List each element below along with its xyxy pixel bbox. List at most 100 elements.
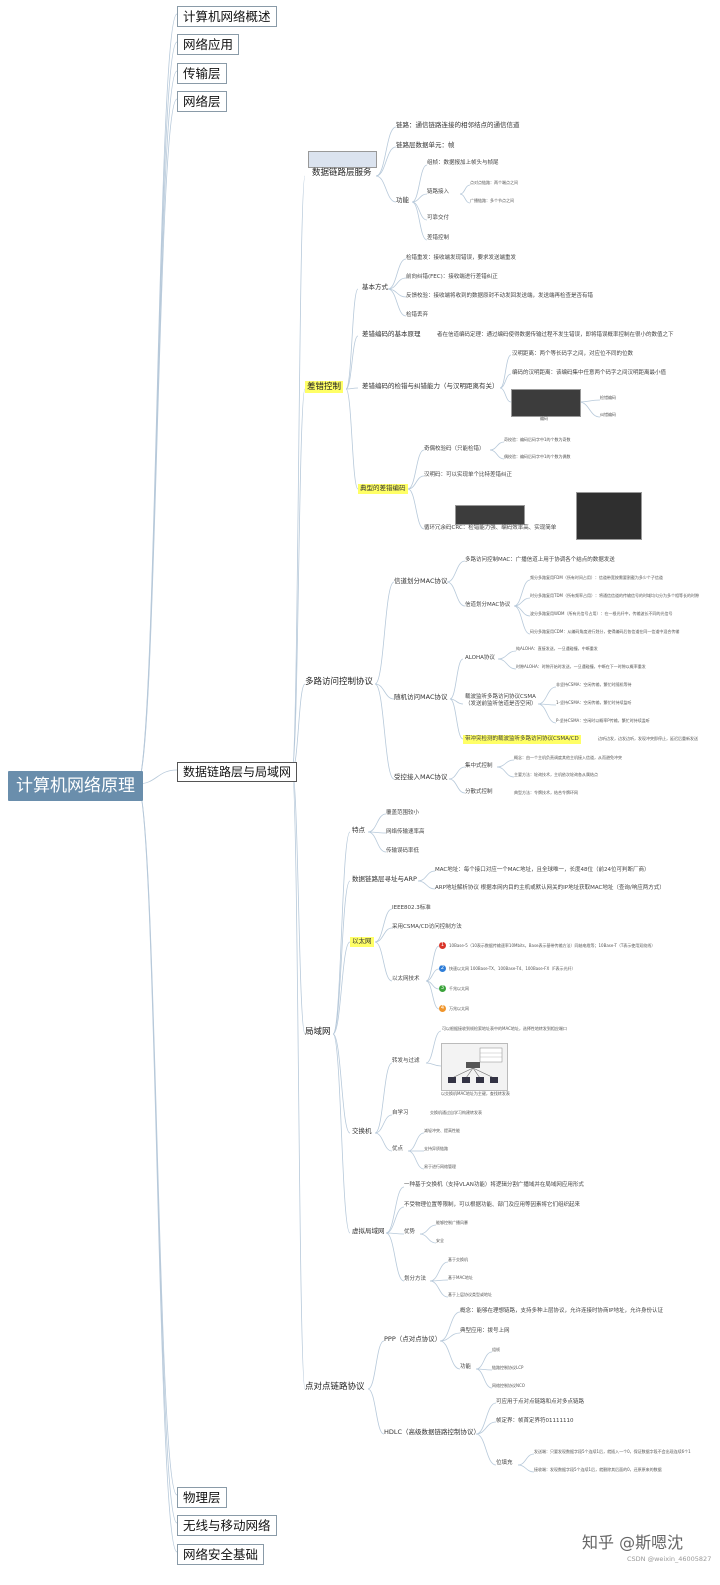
- node[interactable]: 基本方式: [362, 283, 388, 291]
- node[interactable]: 反馈校验：接收端将收到的数据原封不动发回发送端，发送端再检查是否有错: [406, 293, 594, 299]
- node[interactable]: 主要方法：轮询技术，主机依次轮询各从属结点: [514, 772, 598, 777]
- node[interactable]: 以交换机MAC地址为主键，查找转发表: [441, 1091, 510, 1096]
- node[interactable]: 码分多路复用CDM：从编码角度进行划分，使得编码后各信道在同一信道中混合传输: [530, 629, 680, 634]
- node-csmacd[interactable]: 带冲突检测的载波监听多路访问协议CSMA/CD: [463, 735, 581, 744]
- node[interactable]: 组帧: [492, 1347, 500, 1352]
- node[interactable]: 优势: [404, 1229, 416, 1235]
- node[interactable]: 不受物理位置等限制，可以根据功能、部门及应用等因素将它们组织起来: [404, 1202, 581, 1208]
- node[interactable]: PPP（点对点协议）: [384, 1335, 442, 1343]
- node[interactable]: 时隙ALOHA：时隙开始时发送，一旦遇碰撞，中断在下一时隙以概率重发: [516, 664, 646, 669]
- node[interactable]: 基于上层协议类型或地址: [448, 1292, 492, 1297]
- node[interactable]: 1-坚持CSMA：空闲传输，繁忙时持续监听: [556, 700, 632, 705]
- node-typical-codes[interactable]: 典型的差错编码: [358, 484, 408, 494]
- node[interactable]: 网络控制协议NCO: [492, 1383, 525, 1388]
- node[interactable]: 编码的汉明距离：该编码集中任意两个码字之间汉明距离最小值: [512, 370, 667, 376]
- node[interactable]: 循环冗余码CRC：检错能力强、编码效率高、实现简单: [424, 525, 557, 531]
- node[interactable]: 时分多路复用TDM（所有频率占用）：将通信信道的传输信号的时域均匀分为多个相等长…: [530, 593, 699, 598]
- topic-transport[interactable]: 传输层: [177, 63, 227, 84]
- node[interactable]: 偶校验：编码后码字中1的个数为偶数: [504, 454, 571, 459]
- node[interactable]: 基于交换机: [448, 1257, 468, 1262]
- node[interactable]: 快速以太网 100Base-TX、100Base-T4、100Base-FX（F…: [449, 966, 576, 971]
- node[interactable]: 检错重发：接收端发现错误，要求发送端重发: [406, 255, 517, 261]
- node[interactable]: 组帧：数据报加上帧头与帧尾: [427, 160, 499, 166]
- node[interactable]: 减轻冲突、提高性能: [424, 1128, 460, 1133]
- node[interactable]: 载波监听多路访问协议CSMA（发送前监听信道是否空闲）: [465, 694, 537, 709]
- node[interactable]: 检错丢弃: [406, 312, 429, 318]
- node[interactable]: 位填充: [496, 1460, 513, 1466]
- sec-link-service[interactable]: 数据链路层服务: [312, 168, 372, 178]
- node[interactable]: 10Base-5（10表示数据传输速率10Mbits，Base表示基带传输方法）…: [449, 943, 656, 948]
- node[interactable]: 非坚持CSMA：空闲传输，繁忙时随机等待: [556, 682, 632, 687]
- node[interactable]: 千兆以太网: [449, 986, 469, 991]
- node[interactable]: 随机访问MAC协议: [394, 693, 448, 701]
- node[interactable]: 多路访问控制MAC：广播信道上用于协调各个结点的数据发送: [465, 557, 615, 563]
- node[interactable]: 者在信道编码定理：通过编码使得数据传输过程不发生错误，即将错误概率控制在很小的数…: [437, 332, 674, 338]
- topic-physical[interactable]: 物理层: [177, 1487, 227, 1508]
- node[interactable]: 自学习: [392, 1110, 409, 1116]
- node[interactable]: 基于MAC地址: [448, 1275, 473, 1280]
- sec-lan[interactable]: 局域网: [305, 1027, 331, 1037]
- node[interactable]: 优点: [392, 1146, 404, 1152]
- node[interactable]: 数据链路层寻址与ARP: [352, 875, 417, 883]
- node[interactable]: 汉明距离：两个等长码字之间，对应位不同的位数: [512, 351, 634, 357]
- node[interactable]: 功能: [396, 196, 409, 204]
- node[interactable]: 万兆以太网: [449, 1006, 469, 1011]
- topic-security[interactable]: 网络安全基础: [177, 1544, 265, 1565]
- node[interactable]: 奇校验：编码后码字中1的个数为奇数: [504, 437, 571, 442]
- node[interactable]: 划分方法: [404, 1276, 427, 1282]
- node[interactable]: 特点: [352, 826, 365, 834]
- node[interactable]: 交换机: [352, 1127, 372, 1135]
- topic-overview[interactable]: 计算机网络概述: [177, 6, 277, 27]
- node[interactable]: ALOHA协议: [465, 655, 495, 661]
- node[interactable]: 编码: [540, 416, 548, 421]
- node[interactable]: 奇偶校验码（只能检错）: [424, 446, 485, 452]
- node[interactable]: IEEE802.3标准: [392, 905, 431, 911]
- node[interactable]: HDLC（高级数据链路控制协议）: [384, 1428, 481, 1436]
- node[interactable]: 一种基于交换机（支持VLAN功能）将逻辑分割广播域并在局域网应用形式: [404, 1182, 584, 1188]
- node[interactable]: 发送端：只要发现数据字段5个连续1后，就插入一个0，保证数据字段不会出现连续6个…: [534, 1449, 691, 1454]
- topic-network[interactable]: 网络层: [177, 91, 227, 112]
- sec-mac[interactable]: 多路访问控制协议: [305, 677, 374, 687]
- node[interactable]: 接收端：发现数据字段5个连续1后，就删除其后面的0，还原原来的数据: [534, 1467, 662, 1472]
- node[interactable]: 点对点链路：两个端点之间: [470, 180, 518, 185]
- node[interactable]: 链路层数据单元：帧: [396, 141, 455, 149]
- node[interactable]: 以太网技术: [392, 976, 420, 982]
- node[interactable]: 信道划分MAC协议: [465, 602, 511, 608]
- node[interactable]: 支持异质链路: [424, 1146, 448, 1151]
- node[interactable]: 信道划分MAC协议: [394, 577, 448, 585]
- node[interactable]: 频分多路复用FDM（所有时间占用）：信道带宽按需要割截为多少个子信道: [530, 575, 663, 580]
- node[interactable]: P-坚持CSMA：空闲时以概率P传输，繁忙时持续监听: [556, 718, 650, 723]
- node[interactable]: 功能: [460, 1364, 472, 1370]
- node[interactable]: 安全: [436, 1238, 444, 1243]
- node[interactable]: 差错编码的基本原理: [362, 330, 421, 338]
- node[interactable]: 传输误码率低: [386, 848, 420, 854]
- node[interactable]: 概念：能够在理想链路，支持多种上层协议，允许连接时协商IP地址，允许身份认证: [460, 1308, 663, 1314]
- root-node[interactable]: 计算机网络原理: [8, 771, 143, 802]
- node[interactable]: 纠错编码: [600, 412, 616, 417]
- node[interactable]: 广播链路：多个节点之间: [470, 198, 514, 203]
- node[interactable]: 检错编码: [600, 395, 616, 400]
- node[interactable]: 受控接入MAC协议: [394, 773, 448, 781]
- node[interactable]: 能够控制广播风暴: [436, 1220, 468, 1225]
- node[interactable]: 典型方法：令牌技术，结合令牌环网: [514, 790, 578, 795]
- node[interactable]: 可以根据接收到帧检索地址表中的MAC地址，选择性地转发到相应端口: [442, 1026, 567, 1031]
- node[interactable]: 集中式控制: [465, 763, 493, 769]
- node[interactable]: 网络传输速率高: [386, 829, 425, 835]
- topic-application[interactable]: 网络应用: [177, 34, 240, 55]
- node[interactable]: 易于进行网络管理: [424, 1164, 456, 1169]
- node[interactable]: 链路接入: [427, 189, 450, 195]
- node[interactable]: 可靠交付: [427, 215, 450, 221]
- sec-ptp[interactable]: 点对点链路协议: [305, 1382, 365, 1392]
- node[interactable]: 链路：通信链路连接的相邻结点的通信信道: [396, 121, 520, 129]
- node[interactable]: 覆盖范围较小: [386, 810, 420, 816]
- node[interactable]: ARP地址解析协议 根据本网内目的主机或默认网关的IP地址获取MAC地址（查询/…: [435, 885, 665, 891]
- sec-error-control[interactable]: 差错控制: [305, 381, 344, 394]
- node[interactable]: 前向纠错(FEC)：接收端进行差错纠正: [406, 274, 498, 280]
- node[interactable]: 差错编码的检错与纠错能力（与汉明距离有关）: [362, 382, 499, 390]
- node[interactable]: 可应用于点对点链路和点对多点链路: [496, 1399, 585, 1405]
- node[interactable]: 采用CSMA/CD访问控制方法: [392, 924, 462, 930]
- node[interactable]: 波分多路复用WDM（所有光信号占用）：在一根光纤中，传输波长不同的光信号: [530, 611, 673, 616]
- topic-datalink[interactable]: 数据链路层与局域网: [177, 762, 298, 783]
- node[interactable]: MAC地址：每个接口对应一个MAC地址，且全球唯一，长度48位（前24位可判断厂…: [435, 867, 650, 873]
- node[interactable]: 概念：由一个主机负责调度其他主机接入信道，从而避免冲突: [514, 755, 622, 760]
